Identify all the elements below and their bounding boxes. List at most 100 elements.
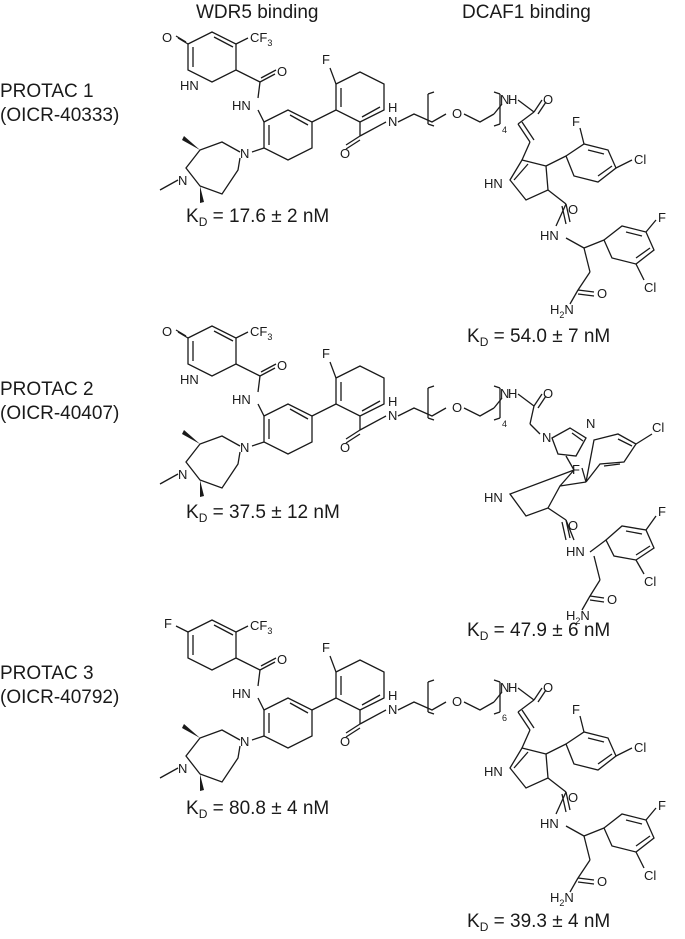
svg-text:Cl: Cl (652, 420, 664, 435)
protac-3-name: PROTAC 3 (0, 663, 94, 684)
svg-text:O: O (340, 440, 350, 455)
protac-2-name: PROTAC 2 (0, 379, 94, 400)
protac-1-kd-wdr5: KD = 17.6 ± 2 nM (186, 206, 330, 229)
pyridinone-ring: O HN CF3 (162, 324, 272, 387)
svg-text:Cl: Cl (644, 574, 656, 589)
svg-text:CF3: CF3 (250, 618, 272, 636)
fluoro-chlorophenyl-ring: F Cl (565, 702, 646, 771)
svg-text:HN: HN (180, 78, 199, 93)
svg-text:HN: HN (484, 764, 503, 779)
svg-text:4: 4 (502, 419, 507, 429)
protac-3-kd-wdr5: KD = 80.8 ± 4 nM (186, 798, 330, 821)
svg-text:O: O (340, 146, 350, 161)
protac-2-id: (OICR-40407) (0, 403, 120, 424)
svg-text:O: O (543, 680, 553, 695)
svg-text:HN: HN (484, 490, 503, 505)
protac-3-id: (OICR-40792) (0, 687, 120, 708)
svg-text:O: O (277, 652, 287, 667)
protac-1-kd-dcaf1: KD = 54.0 ± 7 nM (467, 326, 611, 349)
header-wdr5: WDR5 binding (196, 2, 319, 23)
protac-1-label: PROTAC 1 (OICR-40333) (0, 80, 119, 128)
amide-1: O HN (232, 652, 287, 701)
svg-text:HN: HN (232, 98, 251, 113)
protac-3-kd-dcaf1: KD = 39.3 ± 4 nM (467, 911, 611, 934)
protac-2-label: PROTAC 2 (OICR-40407) (0, 378, 119, 426)
protac-2-kd-dcaf1: KD = 47.9 ± 6 nM (467, 620, 611, 643)
svg-text:HN: HN (484, 176, 503, 191)
svg-text:O: O (277, 358, 287, 373)
fluoro-chlorophenyl-ring: F Cl (565, 114, 646, 183)
svg-text:O: O (568, 202, 578, 217)
svg-text:N: N (178, 173, 187, 188)
svg-text:F: F (658, 798, 666, 813)
svg-text:H: H (508, 386, 517, 401)
piperazine-ring: N (159, 724, 241, 791)
svg-text:F: F (322, 52, 330, 67)
svg-text:O: O (597, 874, 607, 889)
svg-text:F: F (658, 210, 666, 225)
svg-text:O: O (597, 286, 607, 301)
protac-1-name: PROTAC 1 (0, 81, 94, 102)
svg-text:N: N (586, 416, 595, 431)
acrylamide: O (517, 92, 553, 161)
amide-1: O HN (232, 64, 287, 113)
svg-text:HN: HN (540, 228, 559, 243)
acrylamide: O (517, 680, 553, 749)
svg-text:CF3: CF3 (250, 324, 272, 342)
svg-text:O: O (543, 386, 553, 401)
svg-text:O: O (452, 400, 462, 415)
svg-text:O: O (162, 324, 172, 339)
svg-text:N: N (388, 408, 397, 423)
svg-text:N: N (240, 440, 249, 455)
svg-text:O: O (607, 592, 617, 607)
fluorobenzoyl-ring: F CF3 (164, 616, 272, 671)
svg-text:O: O (568, 790, 578, 805)
svg-text:HN: HN (232, 392, 251, 407)
svg-text:HN: HN (232, 686, 251, 701)
svg-text:O: O (568, 518, 578, 533)
central-aryl-ring: N (240, 403, 313, 455)
svg-text:H2N: H2N (550, 302, 574, 320)
svg-text:N: N (388, 702, 397, 717)
svg-text:Cl: Cl (634, 740, 646, 755)
svg-text:H: H (388, 688, 397, 703)
protac-3-structure: F CF3 O HN N N (159, 616, 666, 908)
side-chain: F Cl O H2N (566, 504, 666, 626)
svg-text:F: F (164, 616, 172, 631)
svg-text:F: F (572, 702, 580, 717)
svg-text:N: N (388, 114, 397, 129)
svg-text:HN: HN (566, 544, 585, 559)
svg-text:O: O (162, 30, 172, 45)
protac-2-structure: O HN CF3 O HN N N (159, 324, 666, 626)
svg-text:N: N (178, 761, 187, 776)
svg-text:O: O (340, 734, 350, 749)
fluorophenyl-ring: F O H N (311, 346, 397, 455)
svg-text:N: N (500, 386, 509, 401)
piperazine-ring: N (159, 430, 241, 497)
svg-text:Cl: Cl (634, 152, 646, 167)
svg-text:N: N (240, 146, 249, 161)
svg-text:H: H (388, 100, 397, 115)
central-aryl-ring: N (240, 697, 313, 749)
svg-text:N: N (500, 680, 509, 695)
svg-text:4: 4 (502, 125, 507, 135)
svg-text:F: F (572, 462, 580, 477)
pyrazole-linker: O N N (517, 386, 595, 471)
svg-text:O: O (543, 92, 553, 107)
protac-1-structure: O HN CF3 O HN N N (159, 30, 666, 320)
svg-text:6: 6 (502, 713, 507, 723)
protac-3-label: PROTAC 3 (OICR-40792) (0, 662, 119, 710)
svg-text:H: H (508, 680, 517, 695)
svg-text:H2N: H2N (566, 608, 590, 626)
svg-text:N: N (178, 467, 187, 482)
svg-text:HN: HN (540, 816, 559, 831)
svg-text:F: F (658, 504, 666, 519)
side-chain: F Cl O H2N (550, 210, 666, 320)
svg-text:H2N: H2N (550, 890, 574, 908)
svg-text:HN: HN (180, 372, 199, 387)
side-chain: F Cl O H2N (550, 798, 666, 908)
pyrrole-ring: HN O HN (484, 469, 587, 559)
svg-text:N: N (542, 430, 551, 445)
svg-text:Cl: Cl (644, 868, 656, 883)
